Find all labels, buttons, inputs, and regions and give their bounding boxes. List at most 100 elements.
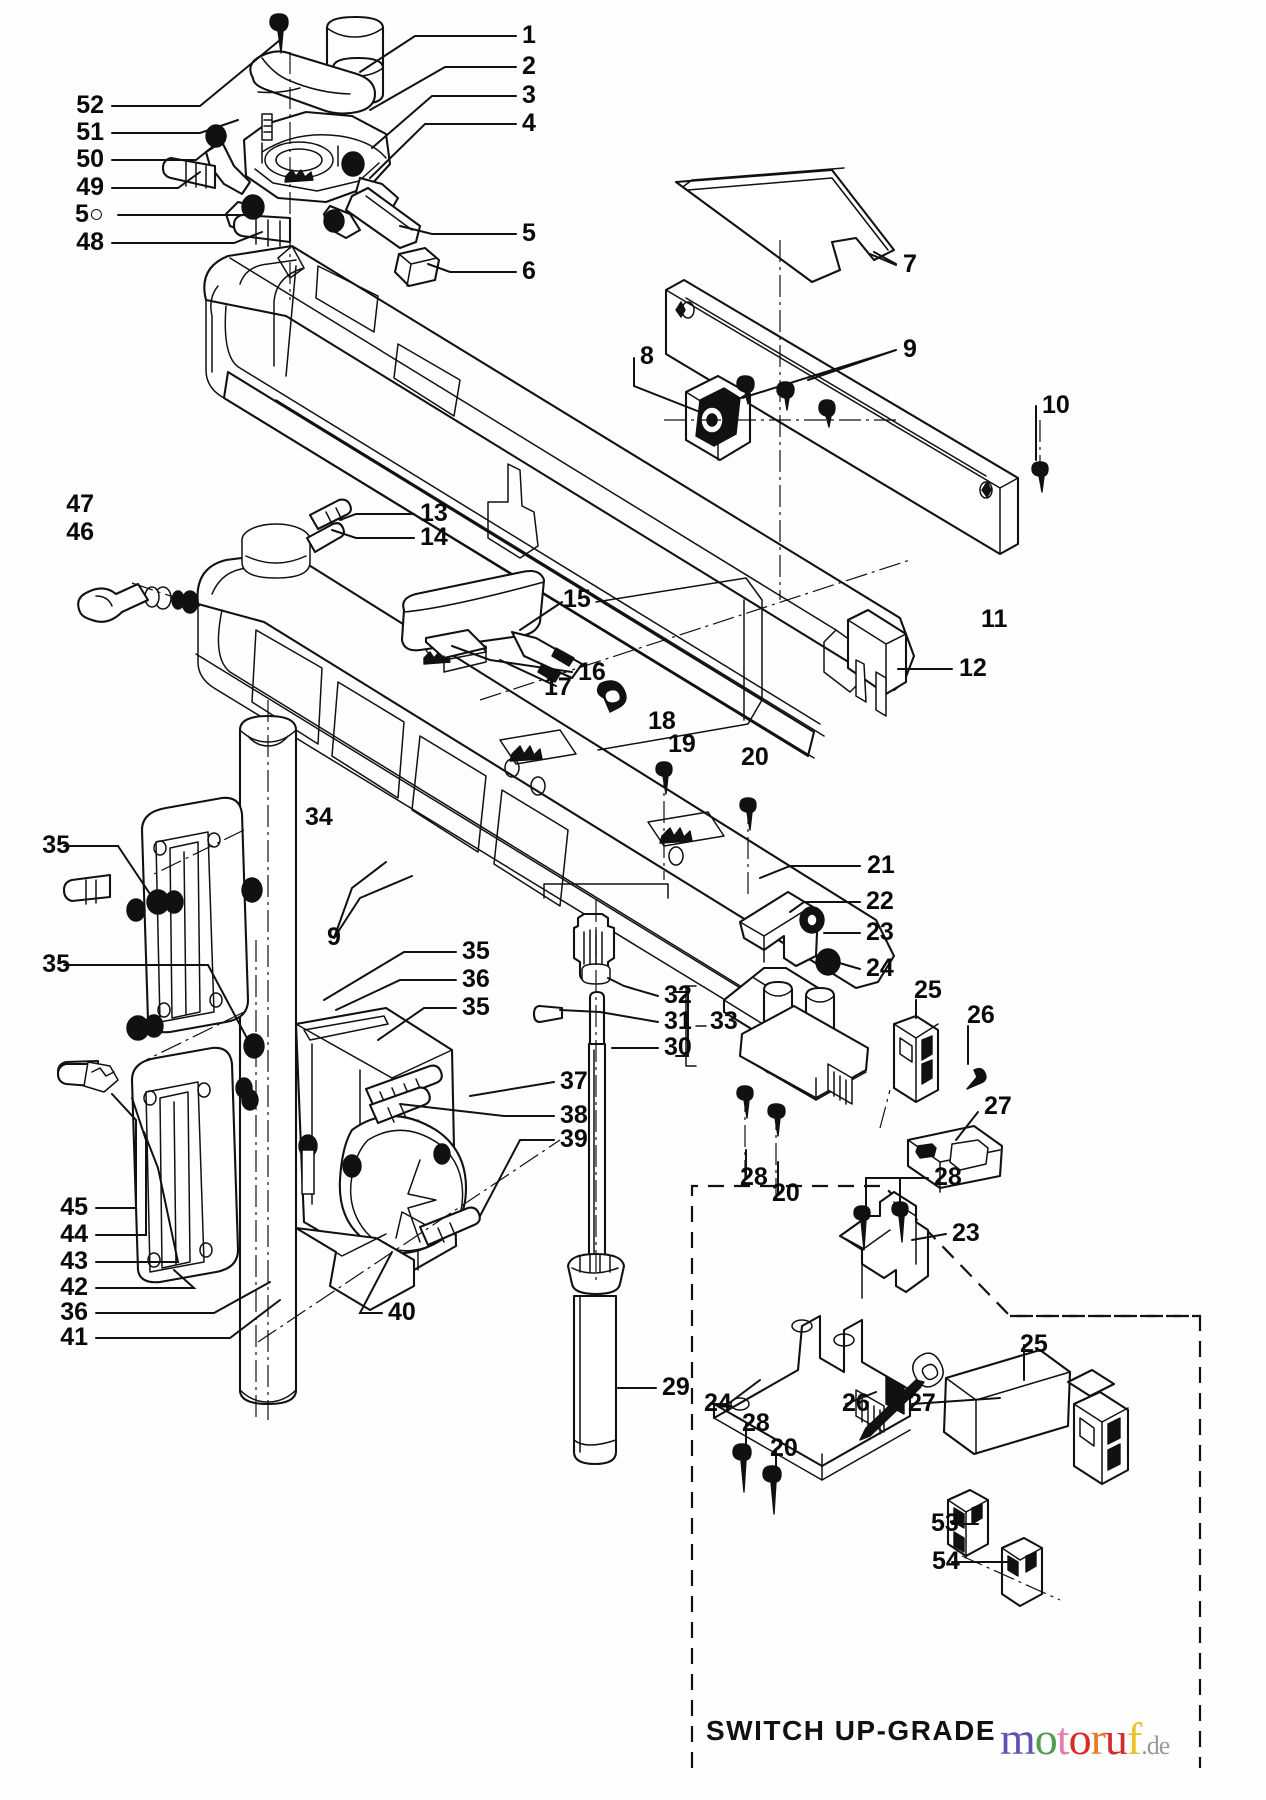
- elevation-screw-assembly: [532, 883, 707, 1466]
- callout-number: 13: [420, 499, 448, 527]
- watermark: motoruf.de: [1000, 1712, 1170, 1765]
- callout-number: 26: [967, 1001, 995, 1029]
- callout-number: 25: [1020, 1330, 1048, 1358]
- callout-number: 9: [327, 923, 341, 951]
- callout-number: 47: [66, 490, 94, 518]
- bolt-13: [308, 498, 352, 531]
- callout-number: 19: [668, 730, 696, 758]
- part-15-shaft: [400, 569, 584, 683]
- part-7-plate: [674, 167, 897, 284]
- callout-number: 23: [952, 1219, 980, 1247]
- callout-number: 20: [741, 743, 769, 771]
- callout-number: 27: [984, 1092, 1012, 1120]
- callout-number: 30: [664, 1033, 692, 1061]
- callout-number: 33: [710, 1007, 738, 1035]
- callout-number: 6: [522, 257, 536, 285]
- panel-caption: SWITCH UP-GRADE: [706, 1715, 997, 1746]
- callout-number: 24: [704, 1389, 732, 1417]
- switch-box-upper: [722, 890, 1004, 1196]
- callout-number: 32: [664, 981, 692, 1009]
- callout-number: 39: [560, 1125, 588, 1153]
- callout-number: 45: [60, 1193, 88, 1221]
- callout-number: 5○: [74, 200, 104, 228]
- callout-number: 50: [76, 145, 104, 173]
- callout-number: 22: [866, 887, 894, 915]
- callout-number: 25: [914, 976, 942, 1004]
- callout-number: 54: [932, 1547, 960, 1575]
- top-yoke-assembly: [161, 13, 441, 300]
- callout-number: 49: [76, 173, 104, 201]
- bolt-14: [305, 522, 345, 554]
- callout-number: 2: [522, 52, 536, 80]
- callout-number: 52: [76, 91, 104, 119]
- watermark-letter: u: [1104, 1713, 1128, 1764]
- leader-lines: [63, 35, 1037, 1563]
- callout-number: 24: [866, 954, 894, 982]
- bolt-49: [161, 156, 217, 190]
- callout-number: 37: [560, 1067, 588, 1095]
- watermark-letter: f: [1126, 1713, 1142, 1764]
- callout-number: 11: [981, 605, 1008, 633]
- callout-number: 42: [60, 1273, 88, 1301]
- watermark-letter: o: [1034, 1713, 1058, 1764]
- callout-number: 1: [522, 21, 536, 49]
- callout-number: 35: [42, 950, 70, 978]
- bolt-48: [232, 213, 292, 247]
- switch-upgrade-panel: [690, 1184, 1202, 1768]
- bolt-39: [418, 1206, 481, 1247]
- callout-number: 23: [866, 918, 894, 946]
- callout-number: 21: [867, 851, 895, 879]
- callout-number: 15: [563, 585, 591, 613]
- callout-number: 7: [903, 250, 917, 278]
- callout-number: 4: [522, 109, 536, 137]
- callout-number: 28: [934, 1163, 962, 1191]
- carriage-housing: [255, 940, 561, 1418]
- watermark-letter: t: [1056, 1713, 1070, 1764]
- bolt-44: [56, 1061, 119, 1093]
- part-8-bearing-carrier: [664, 240, 900, 600]
- callout-number: 20: [770, 1434, 798, 1462]
- callout-number: 28: [742, 1409, 770, 1437]
- callout-number: 36: [462, 965, 490, 993]
- arm-housing-upper: [203, 244, 916, 759]
- callout-number: 35: [42, 831, 70, 859]
- callout-number: 5: [522, 219, 536, 247]
- callout-number: 31: [664, 1007, 692, 1035]
- callout-number: 17: [544, 673, 572, 701]
- callout-number: 14: [420, 523, 448, 551]
- arm-housing-lower: [77, 498, 911, 1043]
- watermark-letter: m: [1000, 1713, 1036, 1764]
- callout-number: 10: [1042, 391, 1070, 419]
- callout-number: 29: [662, 1373, 690, 1401]
- part-11-rail: [664, 278, 1049, 556]
- callout-number: 18: [648, 707, 676, 735]
- callout-number: 35: [462, 937, 490, 965]
- callout-number: 44: [60, 1220, 88, 1248]
- bolt-37: [364, 1064, 443, 1109]
- callout-number: 16: [578, 658, 606, 686]
- watermark-suffix: .de: [1141, 1731, 1170, 1760]
- callout-number: 9: [903, 335, 917, 363]
- callout-number: 28: [740, 1163, 768, 1191]
- callout-number: 48: [76, 228, 104, 256]
- callout-number: 26: [842, 1389, 870, 1417]
- watermark-letter: o: [1068, 1713, 1092, 1764]
- part-12-rail-end: [846, 608, 908, 717]
- callout-number: 27: [908, 1389, 936, 1417]
- callout-number: 38: [560, 1101, 588, 1129]
- bolt-45a: [62, 873, 112, 905]
- callout-number: 20: [772, 1179, 800, 1207]
- part-34-column: [238, 700, 298, 1420]
- callout-number: 40: [388, 1298, 416, 1326]
- watermark-letter: r: [1090, 1713, 1106, 1764]
- callout-number: 8: [640, 342, 654, 370]
- bolt-38: [368, 1086, 431, 1125]
- callout-number: 43: [60, 1247, 88, 1275]
- callout-number: 53: [931, 1509, 959, 1537]
- callout-number: 51: [76, 118, 104, 146]
- left-bracket-assembly: [56, 796, 265, 1284]
- callout-number: 3: [522, 81, 536, 109]
- callout-number: 41: [60, 1323, 88, 1351]
